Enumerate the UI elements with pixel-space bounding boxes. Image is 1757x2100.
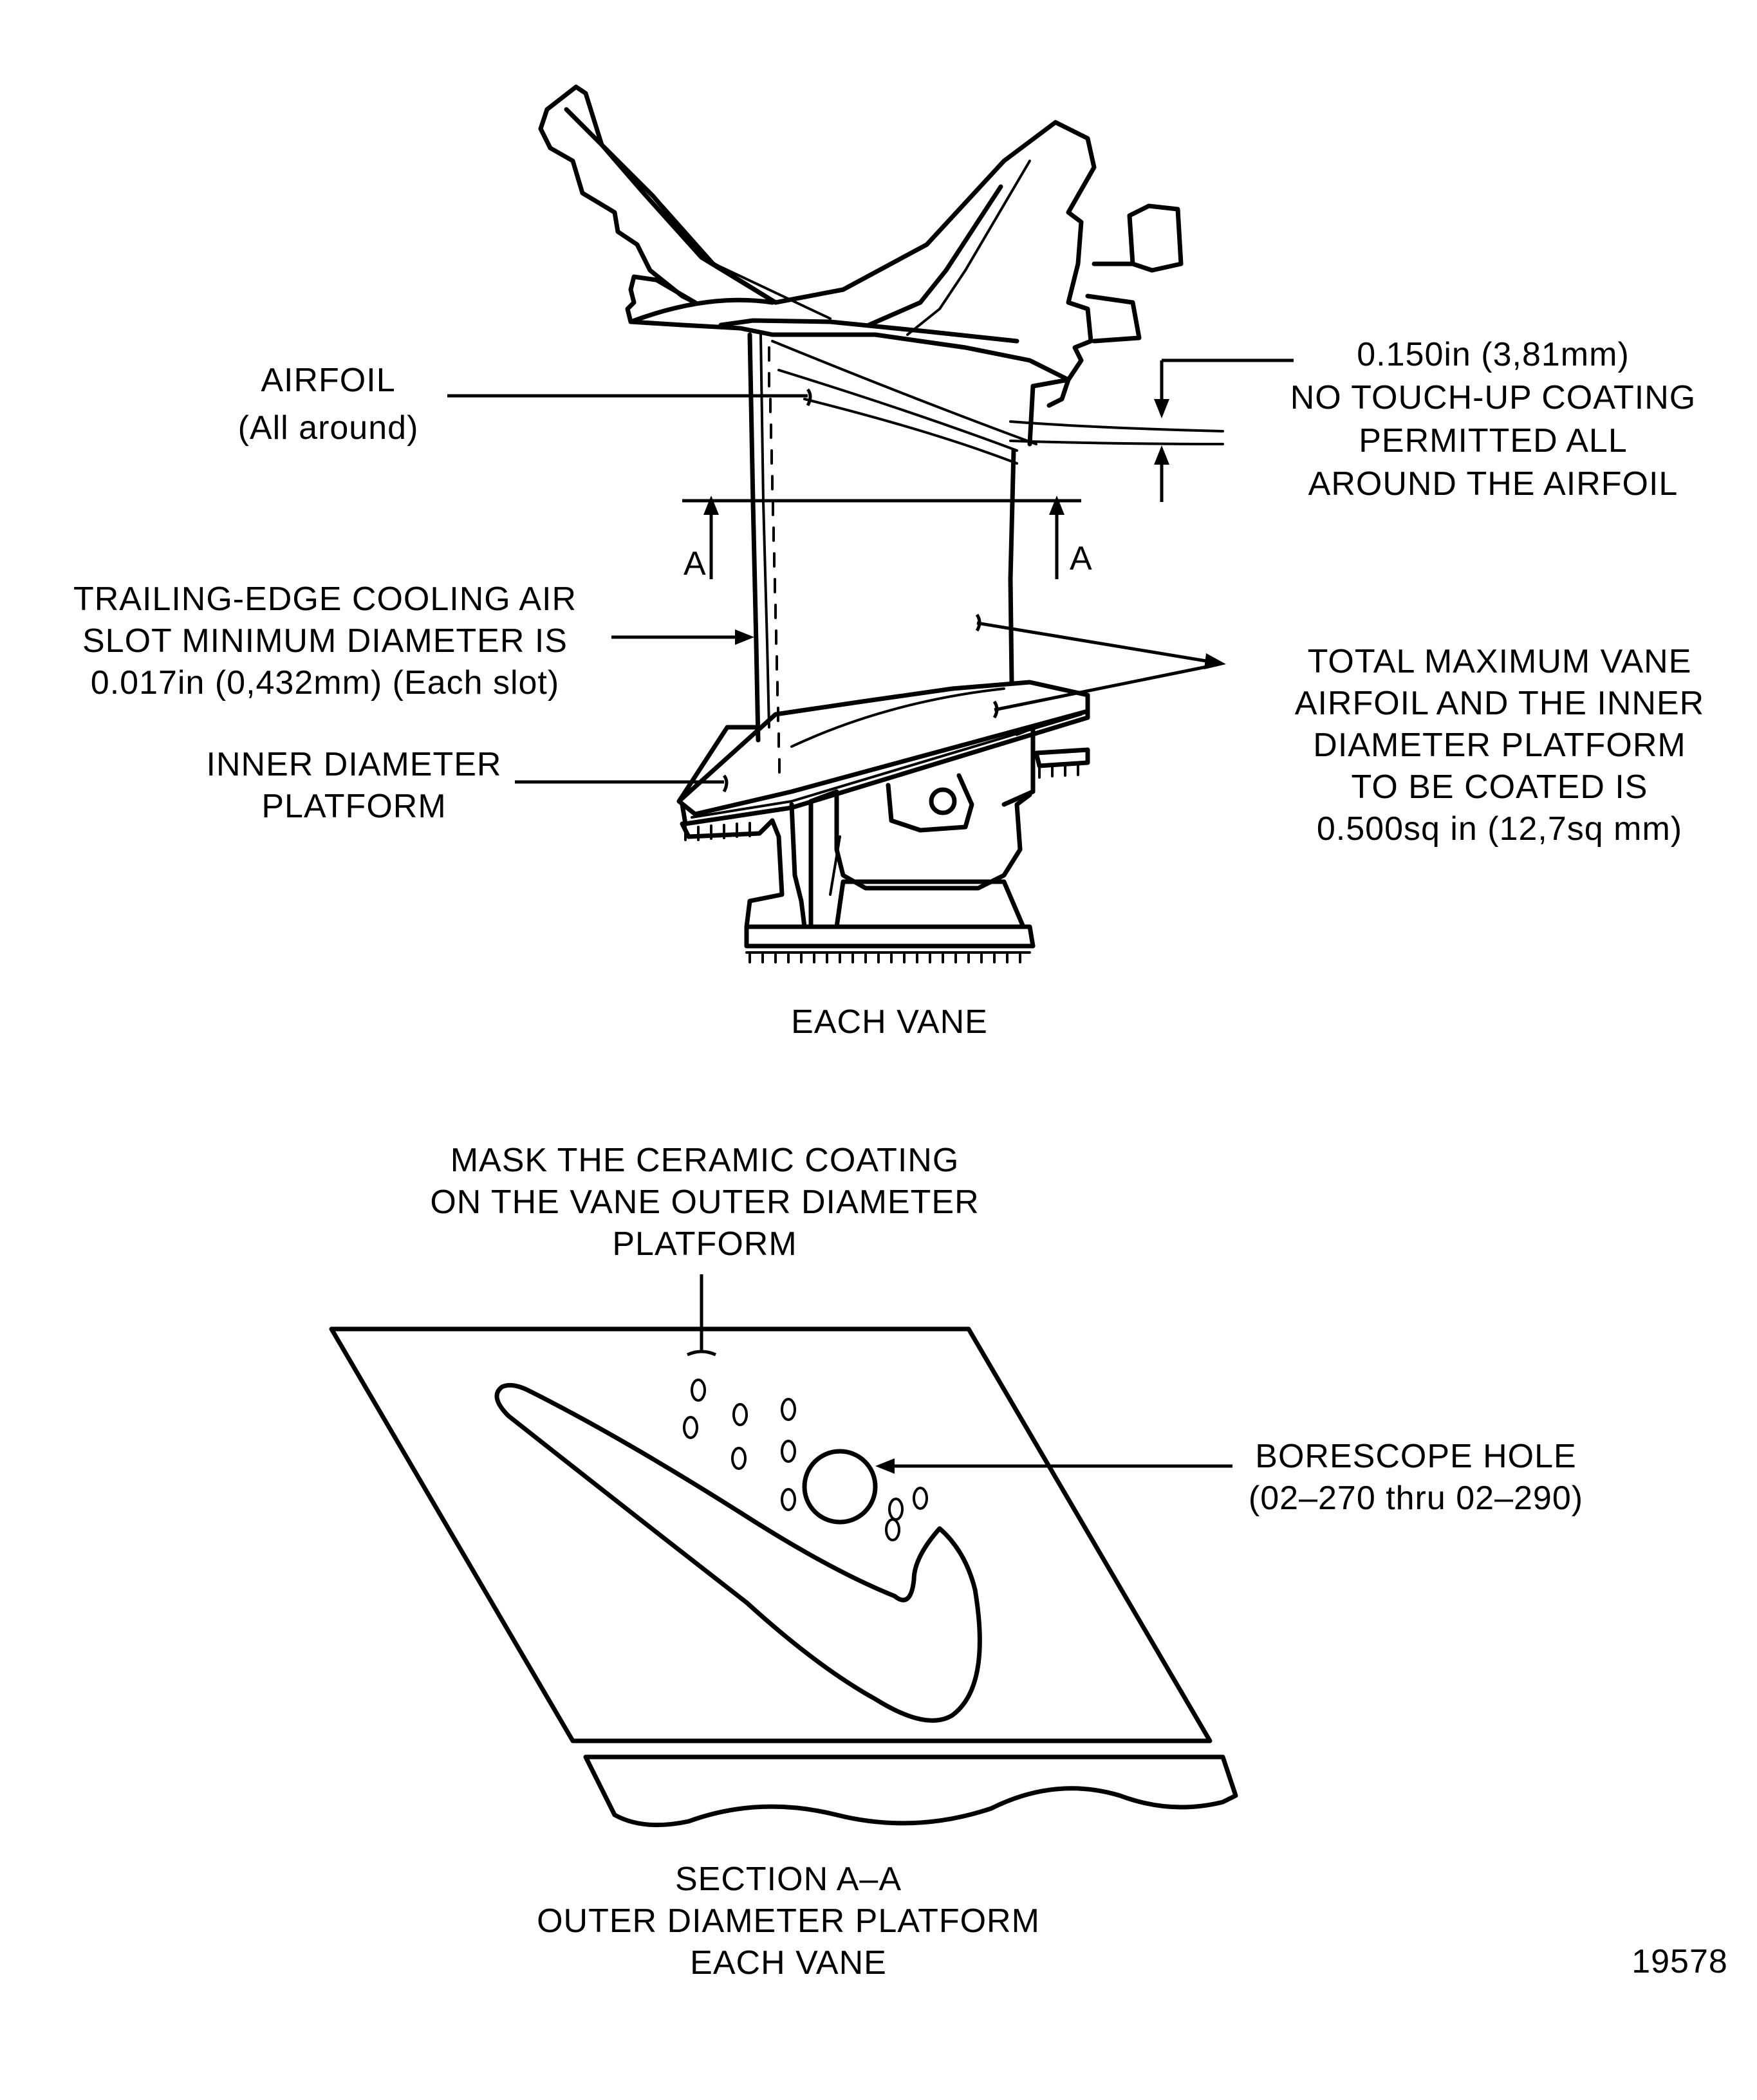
section-view-drawing: [329, 1326, 1238, 1828]
section-caption-line-1: SECTION A–A: [675, 1861, 902, 1898]
no-touchup-dimension: 0.150in (3,81mm): [1357, 336, 1630, 373]
section-caption-line-3: EACH VANE: [690, 1944, 887, 1982]
mask-callout: MASK THE CERAMIC COATING ON THE VANE OUT…: [430, 1142, 979, 1357]
trailing-edge-line-1: TRAILING-EDGE COOLING AIR: [73, 581, 577, 618]
no-touchup-line-4: AROUND THE AIRFOIL: [1308, 465, 1678, 503]
no-touchup-callout: 0.150in (3,81mm) NO TOUCH-UP COATING PER…: [1154, 336, 1697, 503]
top-view-caption: EACH VANE: [791, 1003, 988, 1041]
airfoil-sublabel: (All around): [238, 409, 419, 447]
mask-line-1: MASK THE CERAMIC COATING: [451, 1142, 960, 1179]
section-caption-line-2: OUTER DIAMETER PLATFORM: [537, 1902, 1040, 1940]
trailing-edge-callout: TRAILING-EDGE COOLING AIR SLOT MINIMUM D…: [73, 581, 754, 702]
no-touchup-line-2: NO TOUCH-UP COATING: [1290, 379, 1697, 416]
total-max-callout: TOTAL MAXIMUM VANE AIRFOIL AND THE INNER…: [975, 613, 1704, 848]
total-max-line-2: AIRFOIL AND THE INNER: [1295, 685, 1704, 722]
total-max-line-5: 0.500sq in (12,7sq mm): [1317, 810, 1682, 848]
vane-drawing: [538, 84, 1224, 963]
section-caption: SECTION A–A OUTER DIAMETER PLATFORM EACH…: [537, 1861, 1040, 1982]
trailing-edge-line-3: 0.017in (0,432mm) (Each slot): [91, 664, 559, 702]
inner-platform-callout: INNER DIAMETER PLATFORM: [207, 746, 729, 825]
total-max-line-1: TOTAL MAXIMUM VANE: [1308, 643, 1692, 680]
total-max-line-4: TO BE COATED IS: [1352, 768, 1648, 806]
figure-number: 19578: [1632, 1943, 1728, 1980]
trailing-edge-line-2: SLOT MINIMUM DIAMETER IS: [82, 622, 568, 660]
airfoil-label: AIRFOIL: [261, 362, 395, 399]
cooling-holes: [683, 1379, 928, 1541]
section-cut-marker: A A: [682, 496, 1093, 582]
borescope-callout: BORESCOPE HOLE (02–270 thru 02–290): [875, 1438, 1583, 1517]
section-letter-right: A: [1070, 540, 1093, 577]
borescope-line-1: BORESCOPE HOLE: [1255, 1438, 1576, 1475]
borescope-hole: [802, 1449, 878, 1525]
inner-platform-line-2: PLATFORM: [261, 788, 446, 825]
airfoil-callout: AIRFOIL (All around): [238, 362, 812, 447]
total-max-line-3: DIAMETER PLATFORM: [1313, 727, 1686, 764]
section-letter-left: A: [683, 545, 707, 582]
mask-line-2: ON THE VANE OUTER DIAMETER: [430, 1184, 979, 1221]
borescope-line-2: (02–270 thru 02–290): [1249, 1480, 1583, 1517]
inner-platform-line-1: INNER DIAMETER: [207, 746, 502, 783]
no-touchup-line-3: PERMITTED ALL: [1359, 422, 1628, 460]
mask-line-3: PLATFORM: [612, 1225, 797, 1263]
cooling-slots: [768, 346, 781, 774]
